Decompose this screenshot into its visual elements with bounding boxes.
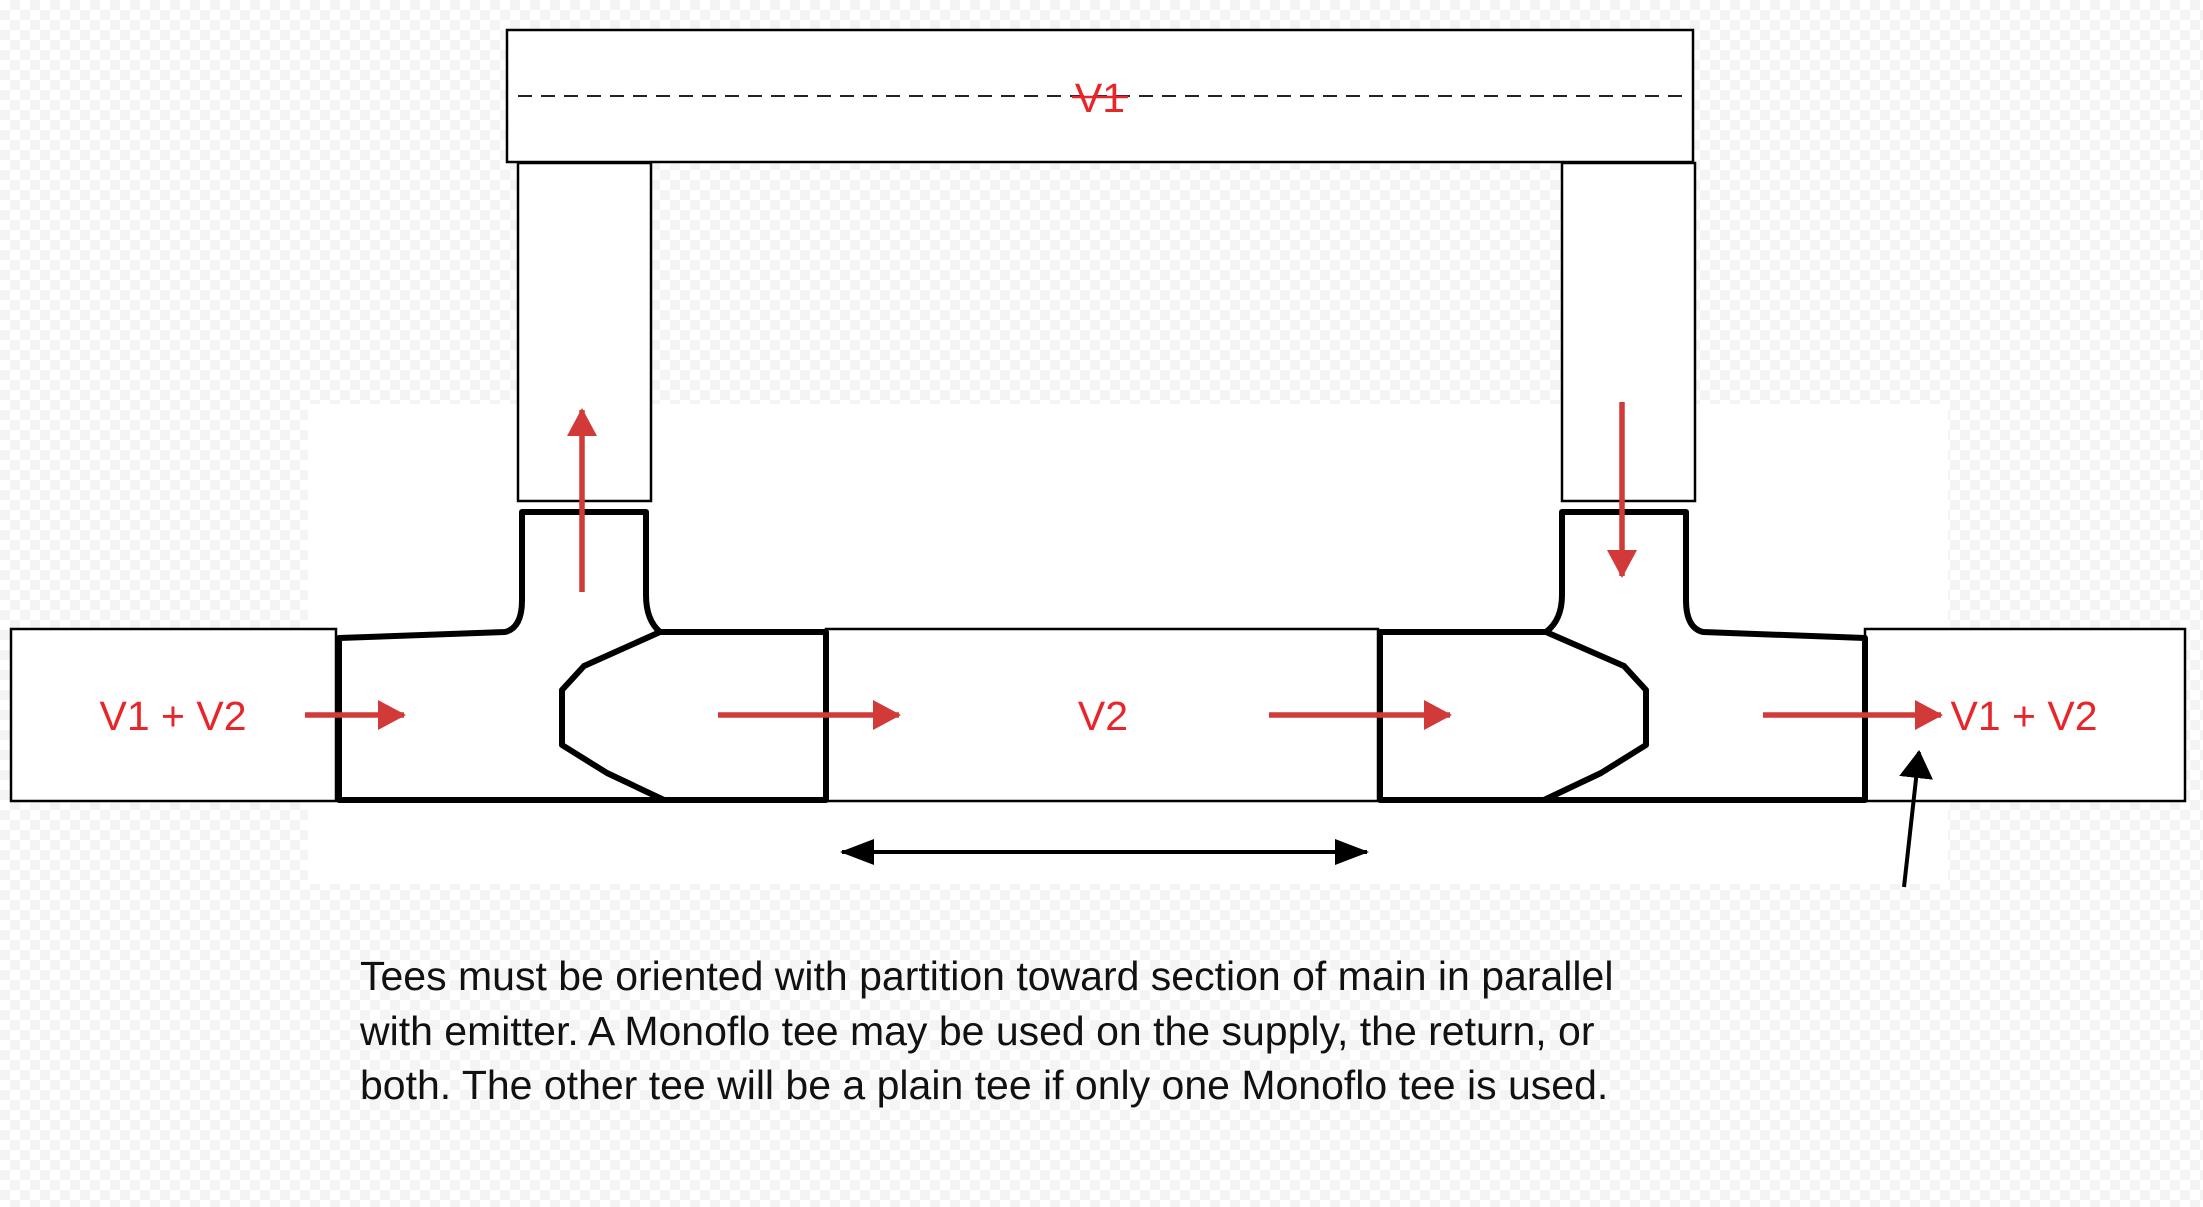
caption-line: both. The other tee will be a plain tee … <box>360 1062 1609 1108</box>
diagram-caption: Tees must be oriented with partition tow… <box>360 949 1860 1113</box>
supply-monoflo-tee <box>336 509 829 803</box>
outlet-pointer-arrow-icon <box>1899 750 1934 888</box>
return-tee-partition <box>1542 629 1649 803</box>
bypass-flow-label: V2 <box>1078 693 1128 739</box>
inlet-flow-label: V1 + V2 <box>99 693 246 739</box>
outlet-flow-label: V1 + V2 <box>1950 693 2097 739</box>
return-monoflo-tee <box>1377 509 1868 803</box>
return-riser <box>1560 161 1697 503</box>
supply-tee-partition <box>559 629 666 803</box>
caption-line: Tees must be oriented with partition tow… <box>360 953 1614 999</box>
caption-line: with emitter. A Monoflo tee may be used … <box>360 1007 1595 1054</box>
